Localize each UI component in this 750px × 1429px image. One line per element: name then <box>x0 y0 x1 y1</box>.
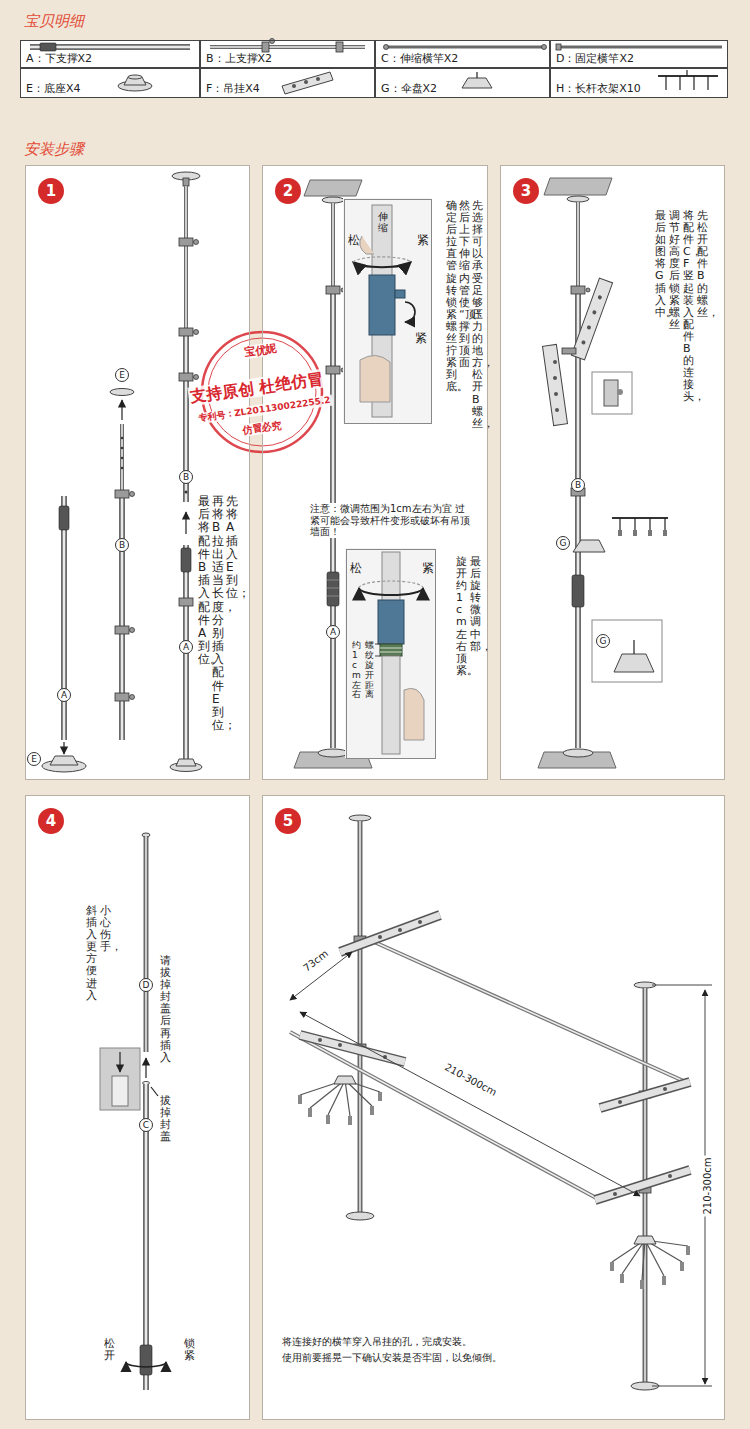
detail-inset: 松伸缩紧紧 <box>344 199 432 424</box>
part-callout: A <box>326 625 340 639</box>
detail-inset: 松 紧螺纹旋开距离约1cm左右 <box>346 549 436 759</box>
step-number: 1 <box>38 178 64 204</box>
step-number-text: 1 <box>46 184 56 199</box>
part-cell: H：长杆衣架X10 <box>550 68 728 98</box>
step-number-text: 5 <box>283 814 293 829</box>
part-name: G：伞盘X2 <box>381 82 437 95</box>
instruction-text: 先将A插入E到位； <box>226 495 238 601</box>
part-name: E：底座X4 <box>26 82 80 95</box>
instruction-text: 松 <box>348 233 360 247</box>
part-callout: C <box>139 1118 153 1132</box>
instruction-text: 再将B拉出适当长度，分别插入配件E到位； <box>212 495 224 732</box>
part-cell: B：上支撑X2 <box>200 40 375 68</box>
instruction-text: 最后旋转微调中部， <box>470 556 481 653</box>
step-number: 3 <box>513 178 539 204</box>
step-number-text: 2 <box>283 184 293 199</box>
part-callout: A <box>179 640 193 654</box>
instruction-text: 紧 <box>422 561 434 575</box>
part-cell: A：下支撑X2 <box>20 40 200 68</box>
step-number: 4 <box>38 808 64 834</box>
step-number: 2 <box>275 178 301 204</box>
instruction-text: 最后将配件B插入配件A到位。 <box>198 495 210 666</box>
instruction-text: 调节好高度后锁紧螺丝， <box>669 210 680 331</box>
part-name: C：伸缩横竿X2 <box>381 52 458 65</box>
part-callout: E <box>27 752 41 766</box>
instruction-text: 伸缩 <box>378 211 388 233</box>
step-panel: 先将A插入E到位；再将B拉出适当长度，分别插入配件E到位；最后将配件B插入配件A… <box>25 165 250 780</box>
instruction-text: 最后如图将G插入中。 <box>655 210 666 319</box>
instruction-text: 紧 <box>415 331 427 345</box>
step-number: 5 <box>275 808 301 834</box>
dimension: 210-300cm <box>702 1155 714 1216</box>
part-name: A：下支撑X2 <box>26 52 92 65</box>
instruction-text: 拔掉封盖 <box>160 1095 171 1143</box>
direction-note: 松开 <box>104 1338 115 1362</box>
instruction-text: 然后上下伸缩内管使“顶”撑到顶面， <box>459 200 470 369</box>
instruction-text: 确定后拉直管旋转锁紧螺丝拧紧到底。 <box>446 200 457 394</box>
step-panel: 小心伤手，斜插入更方便进入请拔掉封盖后再插入拔掉封盖 4 <box>25 795 250 1420</box>
instruction-text: 先松开配件B的螺丝， <box>697 210 708 319</box>
instruction-text: 将连接好的横竿穿入吊挂的孔，完成安装。 <box>282 1336 472 1348</box>
instruction-text: 将配件C，F竖起装入配件B的连接头， <box>683 210 694 404</box>
instruction-text: 螺纹旋开距离 <box>365 641 374 700</box>
part-name: B：上支撑X2 <box>206 52 272 65</box>
instruction-text: 小心伤手， <box>100 905 111 953</box>
part-callout: E <box>115 368 129 382</box>
part-cell: F：吊挂X4 <box>200 68 375 98</box>
part-callout: G <box>556 536 570 550</box>
part-callout: B <box>115 538 129 552</box>
part-callout: A <box>57 688 71 702</box>
direction-note: 锁紧 <box>184 1338 195 1362</box>
part-name: F：吊挂X4 <box>206 82 260 95</box>
section-heading: 安装步骤 <box>24 140 84 158</box>
instruction-text: 紧 <box>417 233 429 247</box>
instruction-text: 请拔掉封盖后再插入 <box>160 955 171 1064</box>
step-number-text: 4 <box>46 814 56 829</box>
instruction-text: 使用前要摇晃一下确认安装是否牢固，以免倾倒。 <box>282 1352 502 1364</box>
step-panel: 将连接好的横竿穿入吊挂的孔，完成安装。使用前要摇晃一下确认安装是否牢固，以免倾倒… <box>262 795 725 1420</box>
part-name: D：固定横竿X2 <box>556 52 634 65</box>
instruction-text: 约1cm左右 <box>352 641 361 700</box>
instruction-text: 注意：微调范围为1cm左右为宜 过紧可能会导致杆件变形或破坏有吊顶墙面！ <box>310 503 470 538</box>
dimension: 73cm <box>300 946 333 975</box>
part-callout: G <box>596 634 610 648</box>
part-cell: C：伸缩横竿X2 <box>375 40 550 68</box>
part-callout: B <box>571 478 585 492</box>
step-panel: 先选择可以承受足够压力的地方，松开B螺丝，然后上下伸缩内管使“顶”撑到顶面，确定… <box>262 165 488 780</box>
dimension: 210-300cm <box>441 1060 501 1099</box>
part-cell: E：底座X4 <box>20 68 200 98</box>
instruction-text: 先选择可以承受足够压力的地方，松开B螺丝， <box>472 200 483 430</box>
step-number-text: 3 <box>521 184 531 199</box>
part-callout: D <box>139 978 153 992</box>
part-cell: D：固定横竿X2 <box>550 40 728 68</box>
instruction-text: 旋开约1cm左右顶紧。 <box>456 556 467 677</box>
part-name: H：长杆衣架X10 <box>556 82 641 95</box>
part-callout: B <box>179 470 193 484</box>
part-cell: G：伞盘X2 <box>375 68 550 98</box>
section-heading: 宝贝明细 <box>24 12 84 30</box>
instruction-text: 松 <box>350 561 362 575</box>
watermark: 宝优妮 <box>241 341 279 359</box>
instruction-text: 斜插入更方便进入 <box>86 905 97 1002</box>
step-panel: 先松开配件B的螺丝，将配件C，F竖起装入配件B的连接头，调节好高度后锁紧螺丝，最… <box>500 165 725 780</box>
